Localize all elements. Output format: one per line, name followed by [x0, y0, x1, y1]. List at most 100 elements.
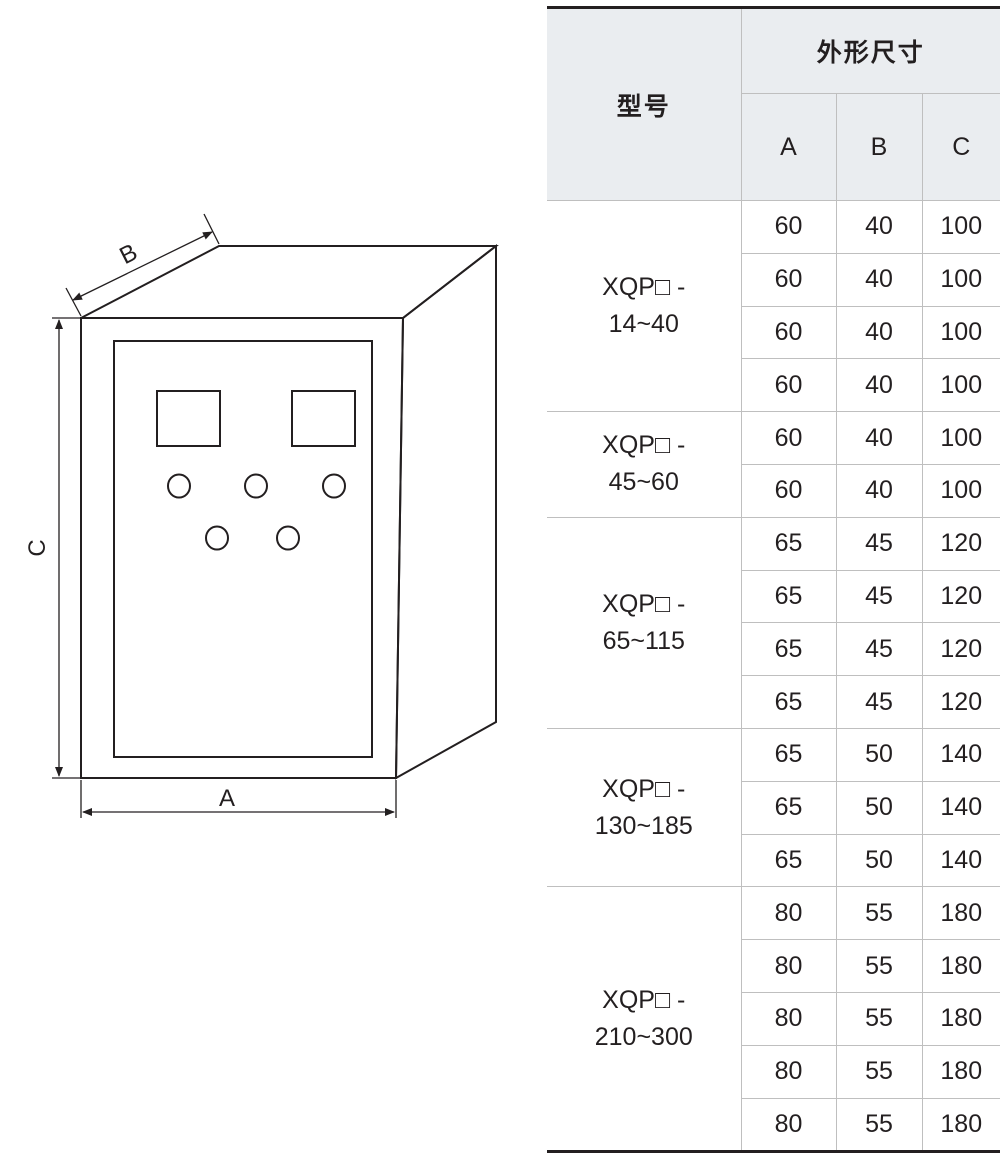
dimension-a-cell: 65: [741, 833, 837, 888]
dimension-c-cell: 180: [921, 1044, 1000, 1099]
dimension-a-cell: 80: [741, 939, 837, 993]
dimension-c-cell: 100: [921, 463, 1000, 518]
indicator-lamp: [167, 473, 191, 499]
model-cell: XQP□ - 210~300: [547, 886, 742, 1153]
dimension-a-cell: 60: [740, 200, 837, 254]
dimension-c-cell: 120: [921, 675, 1000, 729]
dimension-c-cell: 140: [921, 727, 1000, 782]
dimension-c-cell: 120: [921, 622, 1000, 677]
model-name: XQP□ -: [602, 985, 686, 1014]
indicator-lamp: [244, 473, 268, 499]
dimension-a-cell: 65: [740, 727, 837, 782]
dimension-b-cell: 55: [835, 1097, 923, 1153]
dimension-b-cell: 55: [835, 1044, 923, 1099]
dimension-line-b: [72, 231, 213, 301]
header-dimensions: 外形尺寸: [740, 7, 1000, 94]
door-panel: [113, 340, 373, 758]
dimension-b-cell: 50: [835, 833, 923, 888]
dimension-b-cell: 45: [835, 675, 923, 729]
dimension-b-cell: 45: [835, 569, 923, 624]
dimension-b-cell: 40: [835, 252, 923, 307]
dimension-c-cell: 120: [921, 569, 1000, 624]
dimension-c-cell: 140: [921, 780, 1000, 835]
dimension-b-cell: 50: [835, 727, 923, 782]
indicator-lamp: [322, 473, 346, 499]
dimension-b-cell: 40: [835, 305, 923, 360]
dimension-label-c: C: [24, 539, 51, 556]
dimension-a-cell: 80: [741, 1044, 837, 1099]
push-button: [276, 525, 300, 551]
dimension-c-cell: 180: [921, 1097, 1000, 1153]
dimension-b-cell: 40: [835, 463, 923, 518]
dimension-c-cell: 140: [921, 833, 1000, 888]
dimension-label-a: A: [219, 785, 235, 812]
dimension-a-cell: 65: [741, 622, 837, 677]
model-range: 14~40: [608, 310, 679, 339]
meter-display-right: [291, 390, 356, 447]
model-name: XQP□ -: [602, 774, 686, 803]
dimension-label-b: B: [115, 239, 142, 270]
cabinet-top-face: [80, 245, 499, 319]
cabinet-side-face: [394, 243, 497, 780]
dimension-b-cell: 55: [835, 991, 923, 1046]
dimension-b-cell: 55: [835, 886, 923, 941]
dimension-c-cell: 100: [921, 305, 1000, 360]
dimension-b-cell: 40: [835, 358, 923, 413]
model-range: 65~115: [602, 626, 685, 655]
header-col-c: C: [921, 93, 1000, 201]
header-col-b: B: [835, 93, 923, 201]
model-cell: XQP□ - 130~185: [547, 727, 742, 888]
dimension-a-cell: 65: [740, 516, 837, 571]
dimension-c-cell: 120: [921, 516, 1000, 571]
dimension-c-cell: 100: [921, 358, 1000, 413]
dimension-c-cell: 100: [921, 411, 1000, 465]
header-model: 型号: [547, 7, 742, 201]
dimension-c-cell: 100: [921, 252, 1000, 307]
dimension-a-cell: 65: [741, 780, 837, 835]
dimension-c-cell: 180: [921, 939, 1000, 993]
model-cell: XQP□ - 14~40: [547, 199, 742, 413]
dimension-a-cell: 80: [741, 991, 837, 1046]
dimension-a-cell: 80: [740, 886, 837, 941]
dimension-a-cell: 65: [741, 675, 837, 729]
dimension-b-cell: 45: [835, 622, 923, 677]
header-col-a: A: [741, 93, 837, 201]
dimension-b-cell: 50: [835, 780, 923, 835]
dimension-c-cell: 180: [921, 886, 1000, 941]
dimension-c-cell: 180: [921, 991, 1000, 1046]
dimension-b-cell: 45: [835, 516, 923, 571]
dimension-b-cell: 55: [835, 939, 923, 993]
cabinet-front-face: [80, 317, 405, 779]
model-name: XQP□ -: [602, 431, 686, 460]
model-range: 210~300: [594, 1022, 693, 1051]
dimension-a-cell: 60: [741, 305, 837, 360]
dimension-a-cell: 80: [741, 1097, 837, 1153]
dimension-a-cell: 60: [741, 252, 837, 307]
model-cell: XQP□ - 65~115: [547, 516, 742, 729]
model-name: XQP□ -: [602, 589, 686, 618]
model-cell: XQP□ - 45~60: [547, 411, 742, 518]
model-range: 130~185: [594, 811, 693, 840]
cabinet-dimension-drawing: A B C: [24, 213, 499, 818]
push-button: [205, 525, 229, 551]
dimension-a-cell: 60: [741, 463, 837, 518]
model-name: XQP□ -: [602, 273, 686, 302]
model-range: 45~60: [608, 468, 679, 497]
